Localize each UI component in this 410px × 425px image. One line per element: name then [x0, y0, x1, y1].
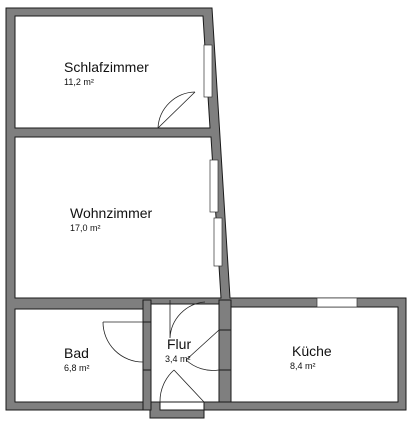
- room-area-bad: 6,8 m²: [64, 363, 90, 373]
- room-name-schlafzimmer: Schlafzimmer: [64, 59, 149, 75]
- flur-floor: [150, 303, 220, 403]
- room-area-wohnzimmer: 17,0 m²: [70, 223, 101, 233]
- room-name-bad: Bad: [64, 345, 89, 361]
- window-wohnzimmer-upper: [209, 159, 219, 213]
- room-name-kueche: Küche: [292, 343, 332, 359]
- wall-block-bad-flur-lower: [142, 369, 152, 411]
- room-name-flur: Flur: [167, 336, 191, 352]
- entrance-opening: [159, 401, 205, 411]
- room-name-wohnzimmer: Wohnzimmer: [70, 205, 153, 221]
- window-kueche: [316, 297, 358, 308]
- wall-block-flur-kueche-lower: [218, 369, 232, 403]
- door-entrance: [159, 369, 205, 403]
- window-wohnzimmer-lower: [213, 217, 223, 267]
- room-labels: Schlafzimmer 11,2 m² Wohnzimmer 17,0 m² …: [64, 59, 332, 373]
- doors: [102, 91, 220, 403]
- door-schlafzimmer: [157, 91, 196, 129]
- window-schlafzimmer: [203, 44, 213, 98]
- kueche-floor: [230, 306, 399, 403]
- wohnzimmer-floor: [14, 136, 222, 299]
- door-bad: [102, 321, 144, 363]
- room-area-kueche: 8,4 m²: [290, 361, 316, 371]
- schlafzimmer-floor: [14, 15, 211, 129]
- room-area-schlafzimmer: 11,2 m²: [64, 77, 94, 87]
- room-area-flur: 3,4 m²: [165, 354, 191, 364]
- door-kueche: [185, 329, 220, 371]
- wall-block-bad-flur: [142, 299, 152, 323]
- door-wohnzimmer-flur: [169, 300, 206, 339]
- windows: [203, 44, 358, 308]
- wall-block-flur-kueche: [218, 299, 232, 331]
